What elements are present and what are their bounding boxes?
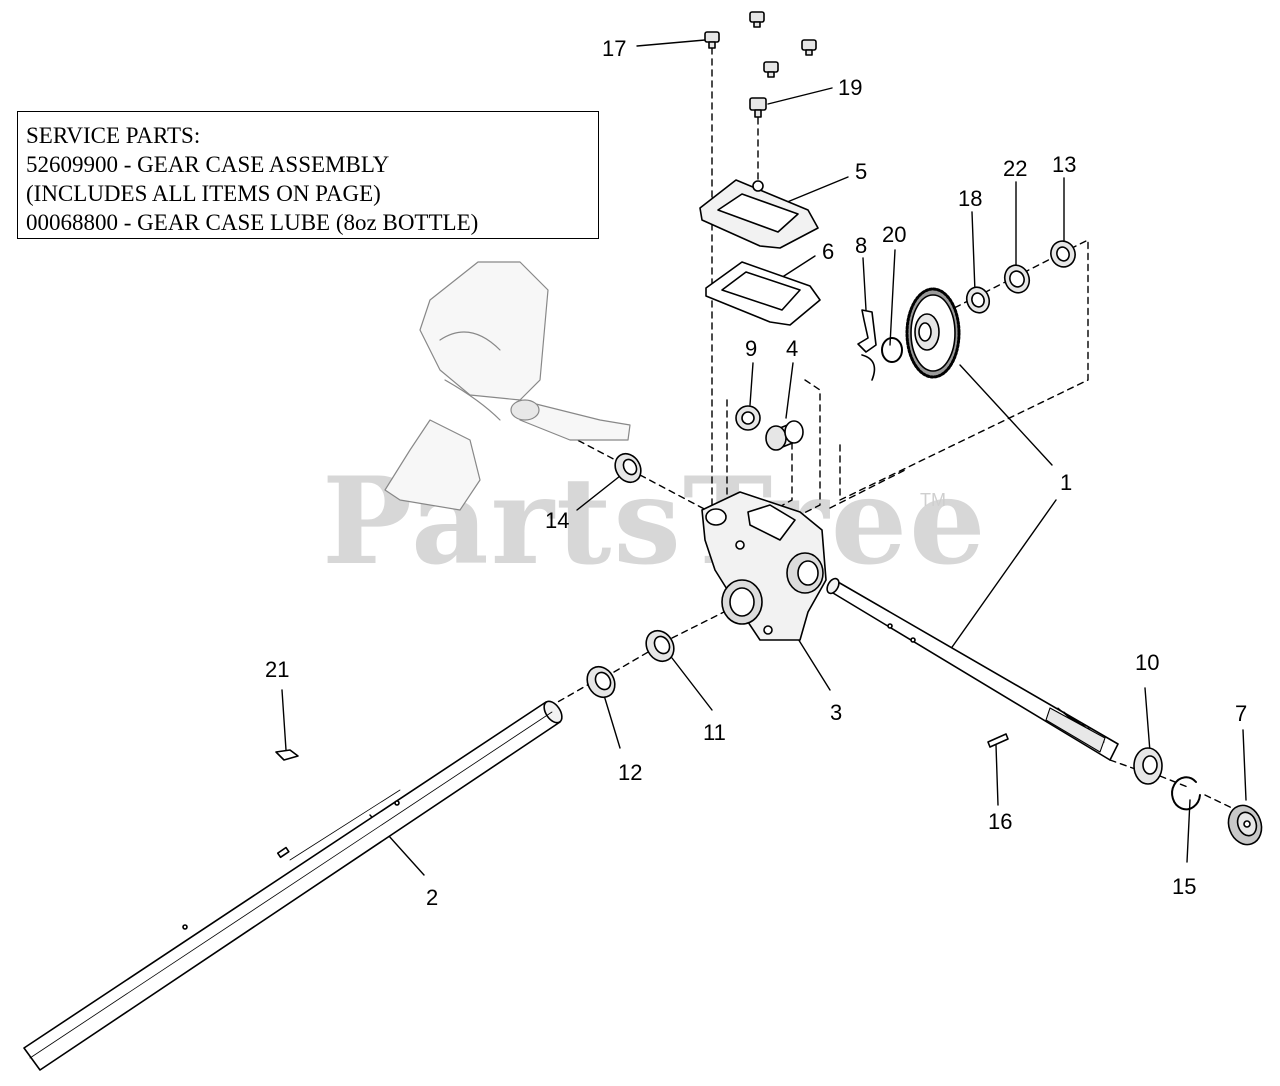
part-5-cover [699, 179, 819, 249]
part-9-bushing [735, 405, 761, 431]
part-22-bearing [1003, 264, 1031, 294]
callout-16[interactable]: 16 [988, 809, 1013, 834]
part-12-bearing [586, 665, 616, 699]
part-16-pin [987, 733, 1009, 748]
part-6-gasket [705, 261, 821, 326]
callout-22[interactable]: 22 [1003, 156, 1028, 181]
service-part-line-3: 00068800 - GEAR CASE LUBE (8oz BOTTLE) [26, 210, 479, 235]
leader-lines [281, 39, 1247, 876]
service-parts-heading: SERVICE PARTS: [26, 123, 201, 148]
callout-7[interactable]: 7 [1235, 701, 1248, 726]
callout-9[interactable]: 9 [745, 336, 758, 361]
part-18-washer [965, 286, 991, 314]
part-11-bearing [645, 629, 675, 663]
callout-19[interactable]: 19 [838, 75, 863, 100]
part-21-key [275, 749, 299, 761]
callout-15[interactable]: 15 [1172, 874, 1197, 899]
part-8-clip [857, 309, 877, 381]
watermark-tm: TM [920, 490, 946, 510]
service-part-line-2: (INCLUDES ALL ITEMS ON PAGE) [26, 181, 381, 206]
part-19-bolts [749, 11, 817, 118]
callout-21[interactable]: 21 [265, 657, 290, 682]
part-1-gear [905, 287, 961, 379]
callout-12[interactable]: 12 [618, 760, 643, 785]
callout-13[interactable]: 13 [1052, 152, 1077, 177]
callout-1[interactable]: 1 [1060, 470, 1073, 495]
callout-2[interactable]: 2 [426, 885, 439, 910]
part-4-bushing [765, 420, 804, 451]
part-17-bolt [704, 31, 720, 49]
service-parts-box: SERVICE PARTS: 52609900 - GEAR CASE ASSE… [17, 111, 599, 239]
callout-6[interactable]: 6 [822, 239, 835, 264]
part-7-cap [1227, 804, 1263, 846]
callout-11[interactable]: 11 [703, 720, 726, 745]
part-3-gear-case [701, 491, 827, 641]
part-14-bearing [614, 452, 642, 484]
service-part-line-1: 52609900 - GEAR CASE ASSEMBLY [26, 152, 390, 177]
impeller-ghost [384, 261, 631, 511]
callout-3[interactable]: 3 [830, 700, 843, 725]
callout-17[interactable]: 17 [602, 36, 627, 61]
part-2-shaft [23, 700, 563, 1071]
callout-5[interactable]: 5 [855, 159, 868, 184]
callout-18[interactable]: 18 [958, 186, 983, 211]
callout-8[interactable]: 8 [855, 233, 868, 258]
callout-20[interactable]: 20 [882, 222, 907, 247]
part-10-bearing [1133, 747, 1163, 785]
part-20-ring [881, 337, 903, 363]
callout-4[interactable]: 4 [786, 336, 799, 361]
callout-14[interactable]: 14 [545, 508, 570, 533]
part-13-bearing [1050, 240, 1076, 268]
part-15-snap-ring [1171, 776, 1201, 811]
callout-10[interactable]: 10 [1135, 650, 1160, 675]
part-1-worm-shaft [826, 577, 1119, 761]
